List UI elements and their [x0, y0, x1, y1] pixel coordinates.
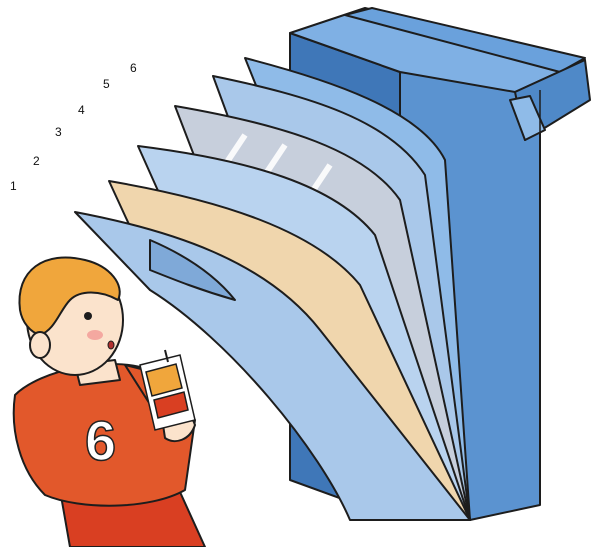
boy-mouth: [108, 341, 114, 349]
boy-eye: [84, 312, 92, 320]
layer-label-1: 1: [10, 179, 17, 193]
layer-label-5: 5: [103, 77, 110, 91]
jersey-number: 6: [85, 409, 116, 472]
layer-label-3: 3: [55, 125, 62, 139]
layer-label-6: 6: [130, 61, 137, 75]
boy-cheek: [87, 330, 103, 340]
layer-number-labels: 1 2 3 4 5 6: [10, 61, 137, 193]
layer-label-4: 4: [78, 103, 85, 117]
boy-ear: [30, 332, 50, 358]
layer-label-2: 2: [33, 154, 40, 168]
